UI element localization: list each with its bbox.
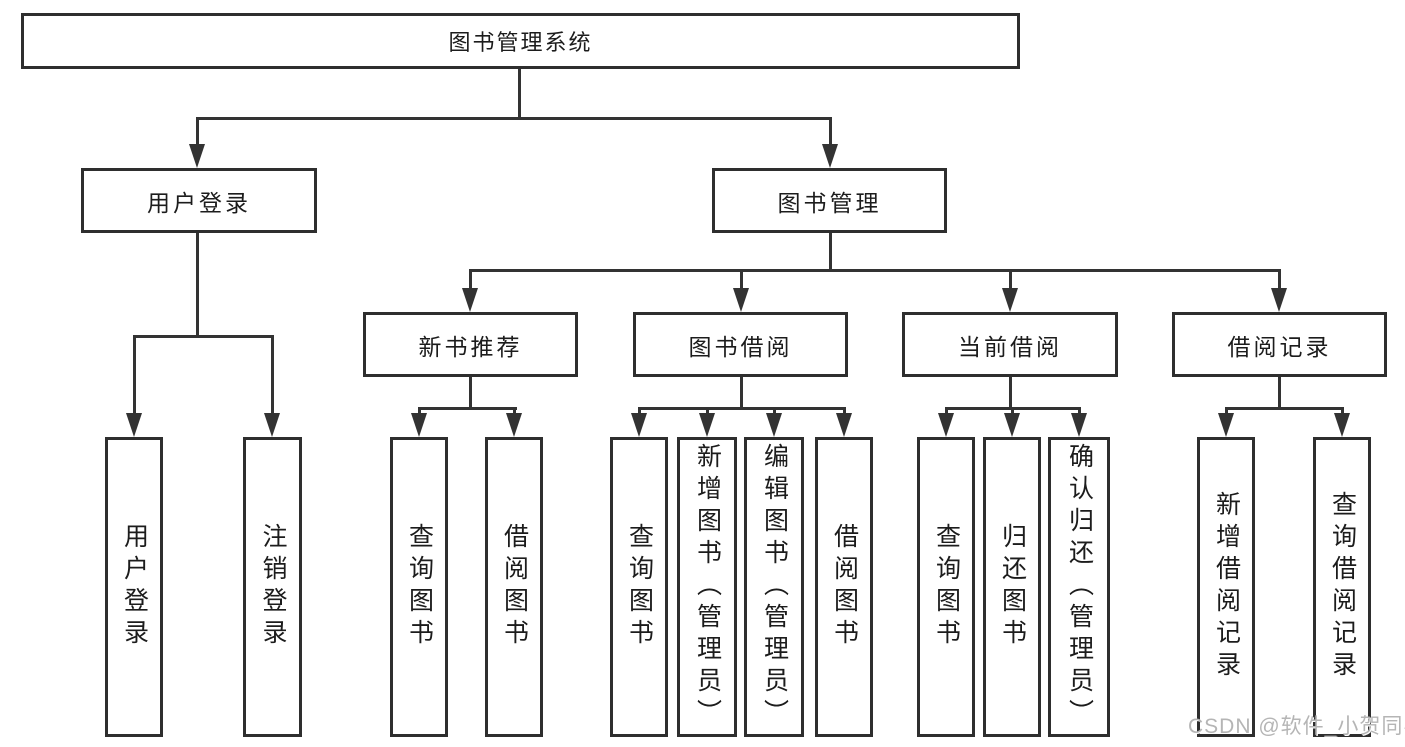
node-book-management-branch: 图书管理 <box>712 168 947 233</box>
arrow-down-icon <box>1218 413 1234 437</box>
node-label: 确认归还（管理员） <box>1065 443 1094 731</box>
node-label: 查询图书 <box>405 523 434 651</box>
node-leaf-query-books-recommend: 查询图书 <box>390 437 448 737</box>
arrow-down-icon <box>506 413 522 437</box>
arrow-down-icon <box>938 413 954 437</box>
arrow-down-icon <box>766 413 782 437</box>
node-leaf-return-books: 归还图书 <box>983 437 1041 737</box>
node-label: 借阅图书 <box>500 523 529 651</box>
arrow-down-icon <box>822 144 838 168</box>
node-label: 新书推荐 <box>418 333 523 360</box>
node-current-borrowing: 当前借阅 <box>902 312 1118 377</box>
arrow-down-icon <box>631 413 647 437</box>
connector-line <box>469 269 1281 272</box>
node-label: 图书借阅 <box>688 333 793 360</box>
node-label: 用户登录 <box>147 189 251 216</box>
connector-line <box>518 69 521 119</box>
connector-line <box>133 335 274 338</box>
node-label: 用户登录 <box>120 523 149 651</box>
node-leaf-query-books-current: 查询图书 <box>917 437 975 737</box>
connector-line <box>1009 377 1012 410</box>
arrow-down-icon <box>462 288 478 312</box>
arrow-down-icon <box>189 144 205 168</box>
connector-line <box>1278 377 1281 410</box>
node-leaf-add-books-admin: 新增图书（管理员） <box>677 437 737 737</box>
arrow-down-icon <box>126 413 142 437</box>
connector-line <box>1009 269 1012 294</box>
arrow-down-icon <box>264 413 280 437</box>
node-new-book-recommendation: 新书推荐 <box>363 312 578 377</box>
node-label: 借阅图书 <box>830 523 859 651</box>
node-label: 借阅记录 <box>1227 333 1332 360</box>
connector-line <box>1278 269 1281 294</box>
node-book-management-system: 图书管理系统 <box>21 13 1020 69</box>
arrow-down-icon <box>1002 288 1018 312</box>
arrow-down-icon <box>411 413 427 437</box>
node-leaf-query-borrow-record: 查询借阅记录 <box>1313 437 1371 737</box>
node-label: 新增图书（管理员） <box>693 443 722 731</box>
arrow-down-icon <box>836 413 852 437</box>
node-label: 查询图书 <box>625 523 654 651</box>
node-leaf-confirm-return-admin: 确认归还（管理员） <box>1048 437 1110 737</box>
node-leaf-add-borrow-record: 新增借阅记录 <box>1197 437 1255 737</box>
watermark: CSDN @软件_小贺同学 <box>1188 715 1405 738</box>
arrow-down-icon <box>1071 413 1087 437</box>
arrow-down-icon <box>733 288 749 312</box>
node-borrowing-records: 借阅记录 <box>1172 312 1387 377</box>
node-label: 当前借阅 <box>958 333 1062 360</box>
arrow-down-icon <box>1271 288 1287 312</box>
node-leaf-borrow-books-recommend: 借阅图书 <box>485 437 543 737</box>
node-label: 归还图书 <box>998 523 1027 651</box>
node-label: 图书管理 <box>777 189 882 216</box>
node-leaf-logout: 注销登录 <box>243 437 302 737</box>
arrow-down-icon <box>1334 413 1350 437</box>
connector-line <box>196 233 199 337</box>
connector-line <box>469 377 472 410</box>
connector-line <box>740 269 743 294</box>
connector-line <box>418 407 517 410</box>
node-user-login-branch: 用户登录 <box>81 168 317 233</box>
node-label: 查询借阅记录 <box>1328 491 1357 683</box>
node-leaf-borrow-books-borrow: 借阅图书 <box>815 437 873 737</box>
connector-line <box>740 377 743 410</box>
node-label: 查询图书 <box>932 523 961 651</box>
connector-line <box>829 117 832 150</box>
arrow-down-icon <box>699 413 715 437</box>
node-label: 编辑图书（管理员） <box>760 443 789 731</box>
connector-line <box>1225 407 1344 410</box>
connector-line <box>196 117 199 150</box>
node-label: 新增借阅记录 <box>1212 491 1241 683</box>
connector-line <box>196 117 832 120</box>
connector-line <box>829 233 832 272</box>
node-book-borrowing: 图书借阅 <box>633 312 848 377</box>
node-leaf-edit-books-admin: 编辑图书（管理员） <box>744 437 804 737</box>
connector-line <box>638 407 846 410</box>
arrow-down-icon <box>1004 413 1020 437</box>
node-label: 图书管理系统 <box>448 30 593 55</box>
connector-line <box>133 335 136 419</box>
node-leaf-query-books-borrow: 查询图书 <box>610 437 668 737</box>
node-label: 注销登录 <box>259 523 287 651</box>
connector-line <box>271 335 274 419</box>
node-leaf-user-login: 用户登录 <box>105 437 163 737</box>
connector-line <box>469 269 472 294</box>
